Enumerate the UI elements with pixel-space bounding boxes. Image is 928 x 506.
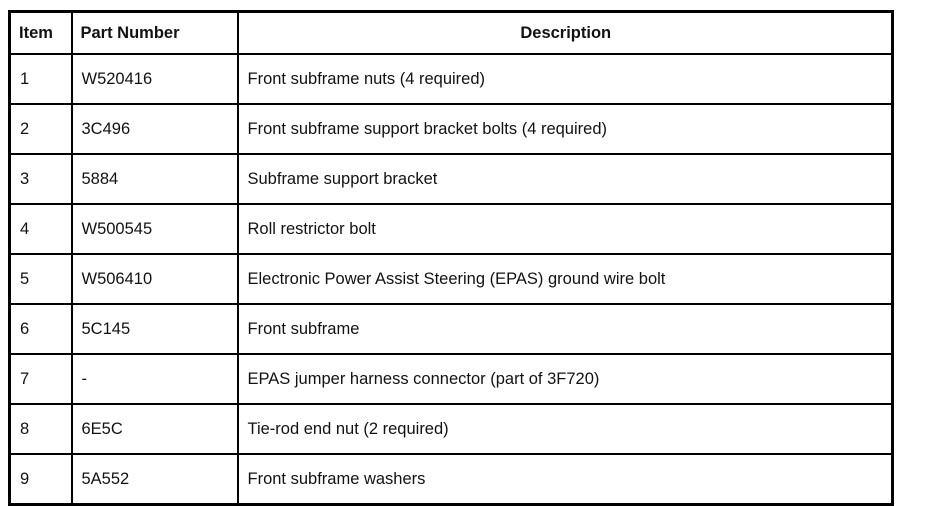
cell-item: 6 [8,303,73,355]
cell-description: Roll restrictor bolt [236,203,894,255]
header-row: Item Part Number Description [8,10,894,55]
table-header: Item Part Number Description [8,10,894,55]
header-item: Item [8,10,73,55]
cell-item: 9 [8,453,73,506]
table-row: 2 3C496 Front subframe support bracket b… [8,103,894,155]
cell-description: Front subframe [236,303,894,355]
cell-item: 8 [8,403,73,455]
table-row: 5 W506410 Electronic Power Assist Steeri… [8,253,894,305]
cell-description: Front subframe nuts (4 required) [236,53,894,105]
cell-item: 4 [8,203,73,255]
table-row: 9 5A552 Front subframe washers [8,453,894,506]
table-row: 4 W500545 Roll restrictor bolt [8,203,894,255]
cell-part-number: 5A552 [70,453,239,506]
cell-item: 1 [8,53,73,105]
cell-item: 3 [8,153,73,205]
cell-part-number: W506410 [70,253,239,305]
table-row: 7 - EPAS jumper harness connector (part … [8,353,894,405]
cell-description: Electronic Power Assist Steering (EPAS) … [236,253,894,305]
cell-description: Subframe support bracket [236,153,894,205]
cell-part-number: 5C145 [70,303,239,355]
parts-list-table: Item Part Number Description 1 W520416 F… [8,10,894,506]
table-row: 6 5C145 Front subframe [8,303,894,355]
cell-part-number: 3C496 [70,103,239,155]
cell-description: Front subframe support bracket bolts (4 … [236,103,894,155]
cell-part-number: W520416 [70,53,239,105]
table-row: 3 5884 Subframe support bracket [8,153,894,205]
cell-item: 7 [8,353,73,405]
table-body: 1 W520416 Front subframe nuts (4 require… [8,53,894,506]
cell-part-number: 6E5C [70,403,239,455]
cell-part-number: - [70,353,239,405]
cell-item: 5 [8,253,73,305]
cell-part-number: W500545 [70,203,239,255]
cell-description: Tie-rod end nut (2 required) [236,403,894,455]
table-row: 8 6E5C Tie-rod end nut (2 required) [8,403,894,455]
header-description: Description [236,10,894,55]
cell-description: Front subframe washers [236,453,894,506]
cell-description: EPAS jumper harness connector (part of 3… [236,353,894,405]
cell-part-number: 5884 [70,153,239,205]
cell-item: 2 [8,103,73,155]
table-row: 1 W520416 Front subframe nuts (4 require… [8,53,894,105]
header-part-number: Part Number [70,10,239,55]
